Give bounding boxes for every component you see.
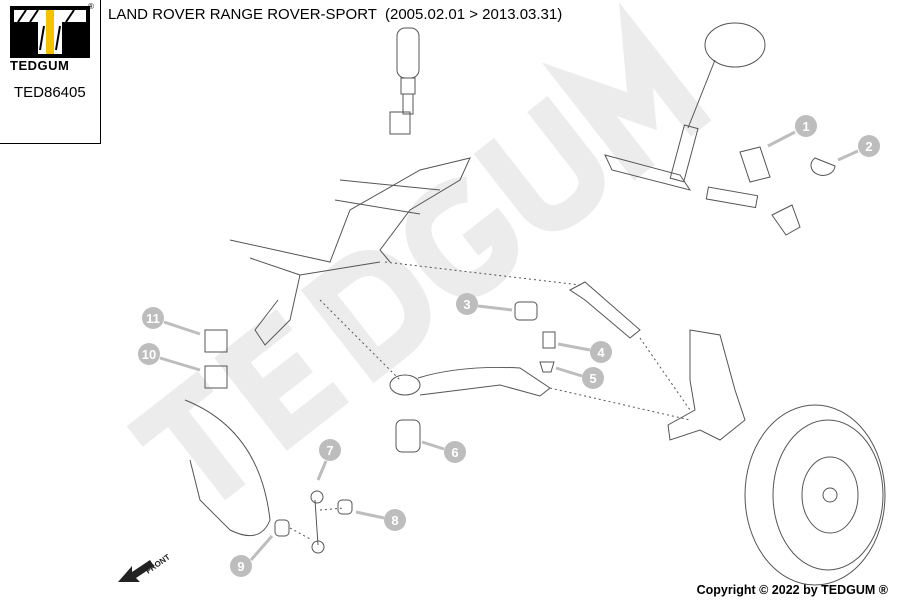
bushing-8-drawing [337, 499, 353, 515]
svg-text:9: 9 [237, 559, 244, 574]
callout-11[interactable]: 11 [142, 307, 164, 329]
callout-10[interactable]: 10 [138, 343, 160, 365]
steering-assembly-drawing [604, 22, 836, 236]
callout-8[interactable]: 8 [384, 509, 406, 531]
svg-text:10: 10 [142, 347, 156, 362]
ball-joint-4-drawing [542, 331, 556, 349]
callouts: 1 2 3 4 5 6 7 8 9 10 11 [138, 115, 880, 577]
svg-text:5: 5 [589, 371, 596, 386]
diagram-title: LAND ROVER RANGE ROVER-SPORT (2005.02.01… [108, 6, 563, 23]
brand-name: TEDGUM [10, 58, 70, 73]
callout-4[interactable]: 4 [590, 341, 612, 363]
watermark [126, 2, 712, 501]
upper-arm-drawing [569, 281, 641, 339]
svg-text:3: 3 [463, 297, 470, 312]
bushing-3-drawing [514, 301, 538, 321]
wheel-drawing [744, 404, 886, 586]
tedgum-logo-icon [10, 6, 90, 58]
bushing-9-drawing [274, 519, 290, 537]
front-arrow: FRONT [118, 552, 172, 582]
lower-control-arm-drawing [389, 366, 551, 397]
svg-text:1: 1 [802, 119, 809, 134]
svg-text:6: 6 [451, 445, 458, 460]
callout-6[interactable]: 6 [444, 441, 466, 463]
bushing-6-drawing [395, 419, 421, 453]
callout-3[interactable]: 3 [456, 293, 478, 315]
air-strut-drawing [389, 27, 420, 135]
bushing-10-drawing [204, 365, 228, 389]
registered-mark: ® [88, 2, 94, 11]
logo-panel: ® TEDGUM TED86405 [0, 0, 101, 144]
clamp-11-drawing [204, 329, 228, 353]
callout-2[interactable]: 2 [858, 135, 880, 157]
steering-knuckle-drawing [667, 329, 746, 441]
callout-5[interactable]: 5 [582, 367, 604, 389]
boot-5-drawing [539, 361, 555, 373]
svg-text:8: 8 [391, 513, 398, 528]
callout-7[interactable]: 7 [319, 439, 341, 461]
callout-9[interactable]: 9 [230, 555, 252, 577]
copyright-notice: Copyright © 2022 by TEDGUM ® [696, 583, 888, 597]
leader-arrows [159, 130, 859, 561]
svg-text:11: 11 [146, 311, 160, 326]
svg-text:2: 2 [865, 139, 872, 154]
subframe-drawing [229, 157, 471, 346]
stabilizer-bar-drawing [184, 399, 271, 537]
part-number: TED86405 [14, 84, 86, 101]
front-arrow-icon [118, 560, 154, 582]
callout-1[interactable]: 1 [795, 115, 817, 137]
link-7-drawing [314, 499, 319, 546]
svg-text:7: 7 [326, 443, 333, 458]
guide-lines [289, 261, 691, 541]
svg-text:4: 4 [597, 345, 605, 360]
